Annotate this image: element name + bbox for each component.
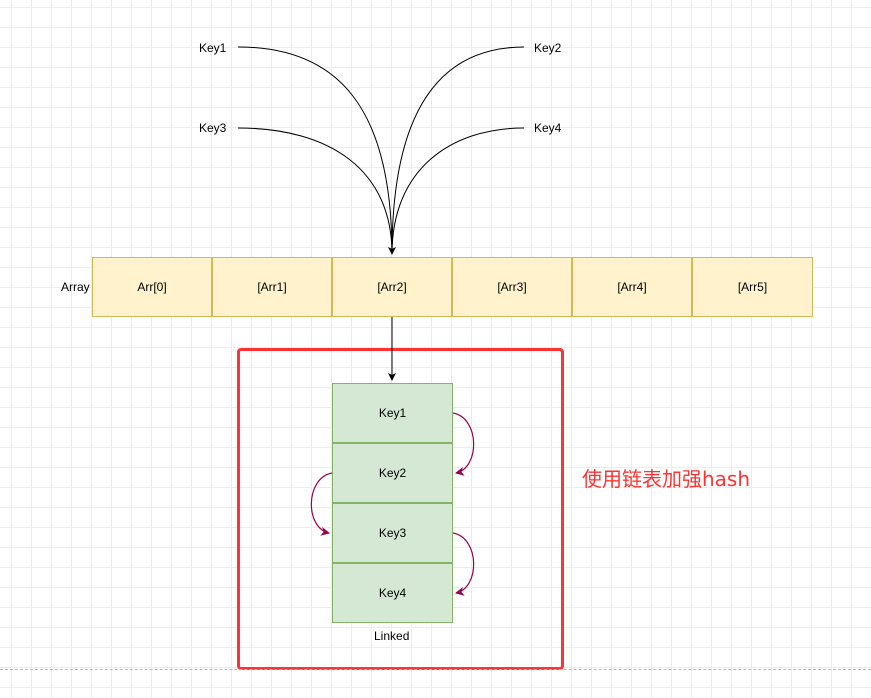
array-cell-3: [Arr3] (452, 257, 572, 317)
key1-to-array-edge (237, 46, 393, 255)
key2-to-array-edge (391, 46, 525, 255)
array-cell-5: [Arr5] (692, 257, 813, 317)
array-cell-4: [Arr4] (572, 257, 692, 317)
link-key2-to-key3-arrow (310, 472, 333, 536)
page-boundary-line (0, 669, 871, 670)
key3-to-array-edge (237, 127, 393, 255)
linked-node-4: Key4 (332, 563, 453, 623)
linked-node-1: Key1 (332, 383, 453, 443)
key4-label: Key4 (534, 121, 562, 135)
hash-note-text: 使用链表加强hash (582, 467, 751, 491)
array-cell-2: [Arr2] (332, 257, 452, 317)
linked-label: Linked (374, 629, 410, 643)
array-cell-0: Arr[0] (92, 257, 212, 317)
key2-label: Key2 (534, 41, 562, 55)
link-key3-to-key4-arrow (452, 532, 475, 596)
array-cell-1: [Arr1] (212, 257, 332, 317)
linked-node-2: Key2 (332, 443, 453, 503)
key1-label: Key1 (199, 41, 227, 55)
linked-list-highlight-frame (237, 348, 564, 670)
link-key1-to-key2-arrow (452, 412, 475, 476)
key3-label: Key3 (199, 121, 227, 135)
array-label: Array (61, 280, 90, 294)
linked-node-3: Key3 (332, 503, 453, 563)
key4-to-array-edge (388, 127, 525, 255)
